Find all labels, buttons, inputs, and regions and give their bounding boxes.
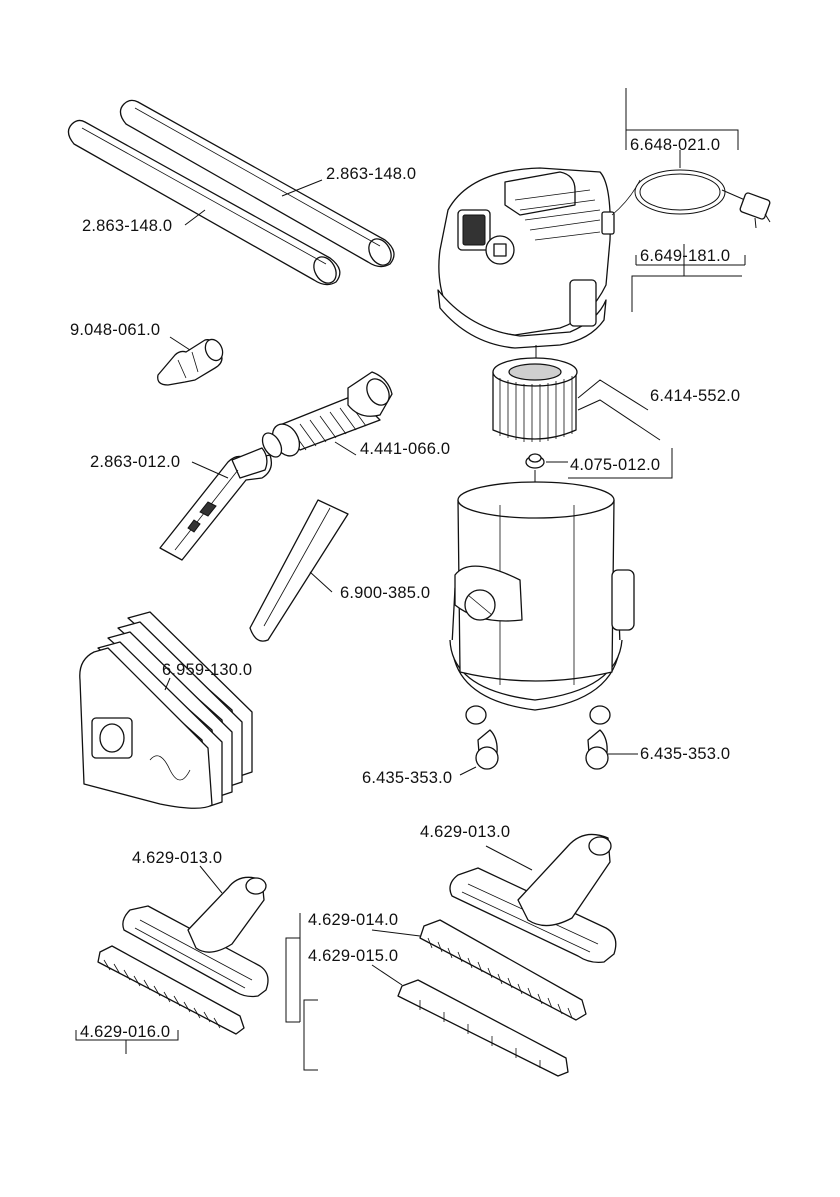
label-caster-right: 6.435-353.0: [640, 746, 730, 763]
leader-insert-rubber: [372, 965, 402, 985]
label-caster-left: 6.435-353.0: [362, 770, 452, 787]
label-cartridge-filter: 6.414-552.0: [650, 388, 740, 405]
container-tank: [450, 482, 634, 710]
label-hose: 4.441-066.0: [360, 441, 450, 458]
label-cable-upper: 6.648-021.0: [630, 137, 720, 154]
label-insert-brush: 4.629-014.0: [308, 912, 398, 929]
label-filter-bags: 6.959-130.0: [162, 662, 252, 679]
filter-bags-stack: [80, 612, 252, 808]
label-tube-upper: 2.863-148.0: [326, 166, 416, 183]
label-cable-lower: 6.649-181.0: [640, 248, 730, 265]
label-floor-nozzle-left: 4.629-013.0: [132, 850, 222, 867]
leader-floor-nozzle-left: [200, 866, 222, 893]
label-tube-lower: 2.863-148.0: [82, 218, 172, 235]
bracket-filter: [578, 380, 660, 440]
power-cable: [612, 170, 771, 228]
label-insert-rubber: 4.629-015.0: [308, 948, 398, 965]
leader-adapter: [170, 337, 190, 350]
label-filter-nut: 4.075-012.0: [570, 457, 660, 474]
label-handle: 2.863-012.0: [90, 454, 180, 471]
cartridge-filter-part: [493, 358, 577, 442]
caster-wheels: [466, 706, 610, 769]
leader-caster-left: [460, 767, 476, 775]
adapter-part: [158, 337, 226, 385]
leader-hose: [335, 442, 356, 455]
label-crevice-nozzle: 6.900-385.0: [340, 585, 430, 602]
leader-crevice-nozzle: [310, 572, 332, 592]
label-adapter: 9.048-061.0: [70, 322, 160, 339]
label-floor-nozzle-right: 4.629-013.0: [420, 824, 510, 841]
leader-insert-brush: [372, 930, 420, 936]
bracket-inserts: [286, 913, 318, 1070]
filter-nut-part: [526, 454, 544, 468]
label-insert-left: 4.629-016.0: [80, 1024, 170, 1041]
vacuum-motor-head: [438, 168, 614, 348]
leader-floor-nozzle-right: [486, 846, 532, 870]
crevice-nozzle-part: [250, 500, 348, 641]
